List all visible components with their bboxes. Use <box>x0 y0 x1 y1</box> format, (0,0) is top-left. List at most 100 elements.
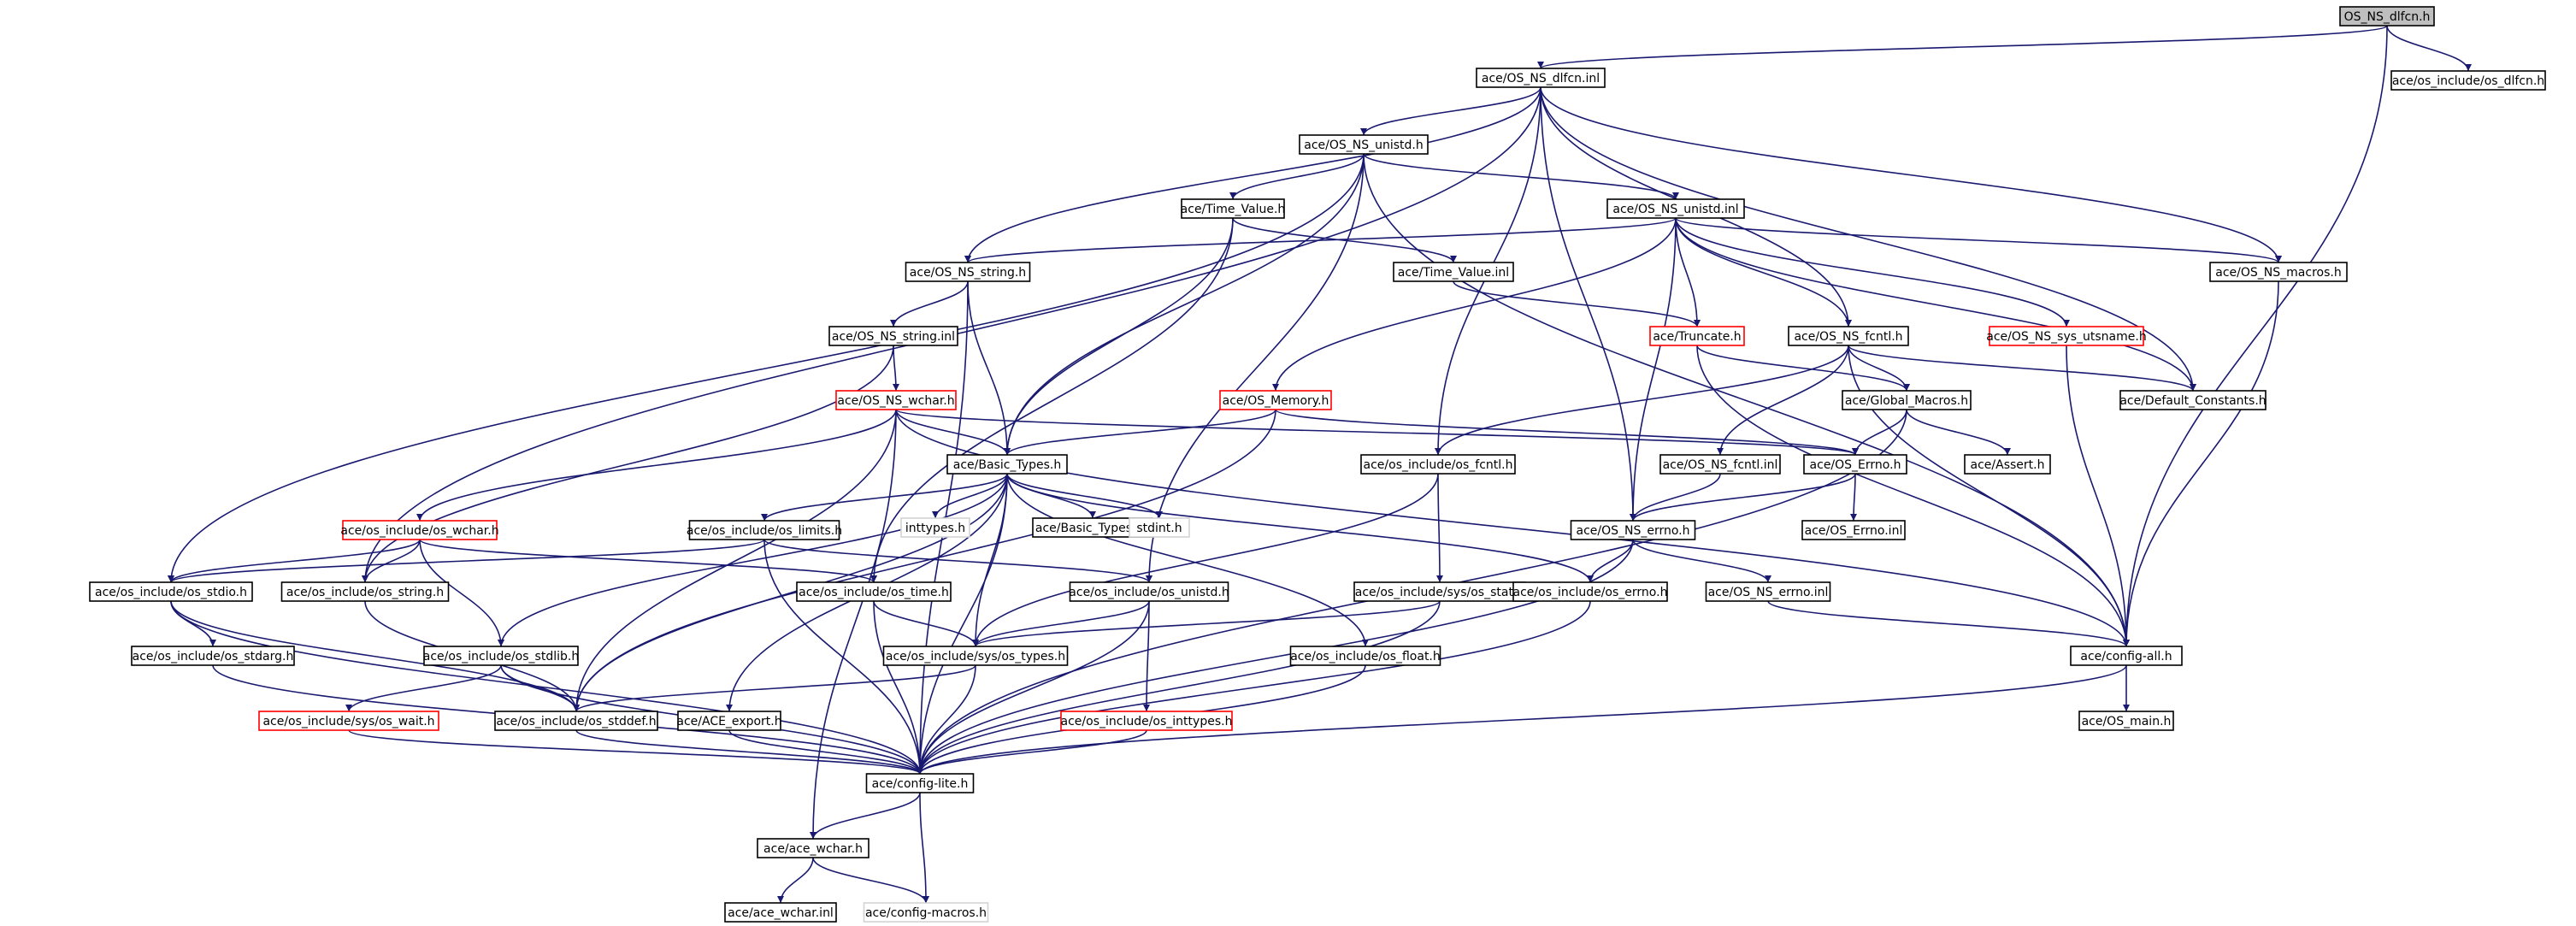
node-box <box>280 581 450 602</box>
edge-unistd_inl-to-nserrno_h <box>1630 217 1677 522</box>
node-os-stdlib-h[interactable]: ace/os_include/os_stdlib.h <box>423 646 579 666</box>
node-label: ace/OS_NS_unistd.inl <box>1612 203 1738 216</box>
node-os-time-h[interactable]: ace/os_include/os_time.h <box>796 581 952 602</box>
node-label: ace/ACE_export.h <box>676 715 781 728</box>
node-assert-h[interactable]: ace/Assert.h <box>1964 454 2051 475</box>
node-label: ace/os_include/os_stdarg.h <box>133 650 294 664</box>
edge-root-to-configall_h <box>2123 25 2388 647</box>
node-box <box>1659 454 1781 475</box>
node-label: ace/Truncate.h <box>1653 330 1741 344</box>
node-box <box>1181 198 1285 219</box>
edge-globalmacros_h-to-errno_osh <box>1852 409 1907 456</box>
node-os-inttypes-h[interactable]: ace/os_include/os_inttypes.h <box>1060 711 1233 731</box>
node-os-types-h[interactable]: ace/os_include/sys/os_types.h <box>882 646 1069 666</box>
node-aceexport-h[interactable]: ace/ACE_export.h <box>676 711 782 731</box>
node-os-dlfcn[interactable]: ace/os_include/os_dlfcn.h <box>2390 70 2546 91</box>
node-os-wait-h[interactable]: ace/os_include/sys/os_wait.h <box>258 711 439 731</box>
node-wchar-h[interactable]: ace/OS_NS_wchar.h <box>835 390 957 410</box>
node-label: ace/config-macros.h <box>865 906 987 920</box>
node-os-limits-h[interactable]: ace/os_include/os_limits.h <box>687 520 842 540</box>
node-os-string-h[interactable]: ace/os_include/os_string.h <box>280 581 450 602</box>
edge-wchar_h-to-errno_osh <box>895 409 1859 456</box>
edge-os_types_h-to-os_stddef_h <box>573 664 976 712</box>
node-box <box>1570 520 1696 540</box>
edge-os_wchar_h-to-os_string_h <box>362 539 421 583</box>
node-box <box>1512 581 1668 602</box>
node-configlite-h[interactable]: ace/config-lite.h <box>865 773 975 793</box>
edge-unistd_inl-to-fcntl_h <box>1675 217 1852 327</box>
node-truncate-h[interactable]: ace/Truncate.h <box>1649 326 1745 346</box>
node-macros-h[interactable]: ace/OS_NS_macros.h <box>2209 262 2348 282</box>
node-dlfcn-inl[interactable]: ace/OS_NS_dlfcn.inl <box>1476 68 1606 88</box>
node-os-unistd-h[interactable]: ace/os_include/os_unistd.h <box>1069 581 1229 602</box>
node-os-errno-h[interactable]: ace/os_include/os_errno.h <box>1512 581 1668 602</box>
node-utsname-h[interactable]: ace/OS_NS_sys_utsname.h <box>1986 326 2147 346</box>
node-label: ace/Basic_Types.inl <box>1035 522 1150 535</box>
edge-basictypes_h-to-os_types_h <box>972 473 1008 647</box>
node-memory-h[interactable]: ace/OS_Memory.h <box>1219 390 1332 410</box>
node-label: ace/os_include/os_stddef.h <box>496 715 656 728</box>
node-os-stat-h[interactable]: ace/os_include/sys/os_stat.h <box>1353 581 1526 602</box>
edge-os_wchar_h-to-os_stdlib_h <box>419 539 504 647</box>
node-os-wchar-h[interactable]: ace/os_include/os_wchar.h <box>340 520 499 540</box>
node-os-stdio-h[interactable]: ace/os_include/os_stdio.h <box>89 581 253 602</box>
node-box <box>1705 581 1831 602</box>
node-box <box>905 262 1031 282</box>
node-errno-osinl[interactable]: ace/OS_Errno.inl <box>1801 520 1906 540</box>
edge-os_time_h-to-os_types_h <box>873 600 979 647</box>
node-label: ace/Assert.h <box>1971 458 2045 472</box>
node-os-fcntl-h[interactable]: ace/os_include/os_fcntl.h <box>1360 454 1516 475</box>
node-errno-osh[interactable]: ace/OS_Errno.h <box>1803 454 1907 475</box>
edge-errno_osh-to-errno_osinl <box>1850 473 1858 522</box>
node-box <box>1842 390 1972 410</box>
node-label: ace/os_include/os_string.h <box>286 586 444 599</box>
edge-fcntl_h-to-defconst_h <box>1848 345 2196 392</box>
node-os-float-h[interactable]: ace/os_include/os_float.h <box>1289 646 1441 666</box>
node-basictypes-inl[interactable]: ace/Basic_Types.inl <box>1032 517 1153 538</box>
node-box <box>882 646 1069 666</box>
node-acewchar-h[interactable]: ace/ace_wchar.h <box>757 838 869 858</box>
node-label: ace/os_include/os_time.h <box>799 586 949 599</box>
node-unistd-h[interactable]: ace/OS_NS_unistd.h <box>1299 134 1429 155</box>
node-unistd-inl[interactable]: ace/OS_NS_unistd.inl <box>1606 198 1745 219</box>
node-timeval-inl[interactable]: ace/Time_Value.inl <box>1393 262 1514 282</box>
node-os-stdarg-h[interactable]: ace/os_include/os_stdarg.h <box>131 646 295 666</box>
edge-unistd_h-to-basictypes_h <box>1004 153 1365 456</box>
node-box <box>1219 390 1332 410</box>
node-string-inl[interactable]: ace/OS_NS_string.inl <box>828 326 958 346</box>
node-box <box>89 581 253 602</box>
edge-os_fcntl_h-to-os_stat_h <box>1435 473 1443 583</box>
edge-os_limits_h-to-os_unistd_h <box>763 539 1152 583</box>
node-configall-h[interactable]: ace/config-all.h <box>2070 646 2183 666</box>
edge-dlfcn_inl-to-nserrno_h <box>1540 86 1636 522</box>
node-label: stdint.h <box>1136 522 1182 535</box>
node-osmain-h[interactable]: ace/OS_main.h <box>2078 711 2174 731</box>
edge-wchar_h-to-os_wchar_h <box>416 409 897 522</box>
node-nserrno-inl[interactable]: ace/OS_NS_errno.inl <box>1705 581 1831 602</box>
node-fcntl-h[interactable]: ace/OS_NS_fcntl.h <box>1788 326 1909 346</box>
edge-os_inttypes_h-to-configlite_h <box>917 729 1147 775</box>
node-timeval-h[interactable]: ace/Time_Value.h <box>1181 198 1286 219</box>
node-acewchar-inl[interactable]: ace/ace_wchar.inl <box>724 902 837 923</box>
node-defconst-h[interactable]: ace/Default_Constants.h <box>2119 390 2267 410</box>
node-box <box>2119 390 2267 410</box>
node-os-stddef-h[interactable]: ace/os_include/os_stddef.h <box>494 711 658 731</box>
edge-basictypes_h-to-os_float_h <box>1006 473 1369 647</box>
node-globalmacros-h[interactable]: ace/Global_Macros.h <box>1842 390 1972 410</box>
node-label: ace/os_include/os_errno.h <box>1513 586 1668 599</box>
node-box <box>131 646 295 666</box>
node-configmacros-h[interactable]: ace/config-macros.h <box>863 902 989 923</box>
node-basictypes-h[interactable]: ace/Basic_Types.h <box>946 454 1068 475</box>
node-nserrno-h[interactable]: ace/OS_NS_errno.h <box>1570 520 1696 540</box>
node-label: ace/os_include/os_float.h <box>1290 650 1441 664</box>
edge-fcntl_h-to-globalmacros_h <box>1848 345 1910 392</box>
edge-memory_h-to-os_stddef_h <box>573 409 1276 712</box>
node-root[interactable]: OS_NS_dlfcn.h <box>2339 6 2435 27</box>
node-inttypes-h[interactable]: inttypes.h <box>900 517 970 538</box>
node-stdint-h[interactable]: stdint.h <box>1129 517 1190 538</box>
node-fcntl-inl[interactable]: ace/OS_NS_fcntl.inl <box>1659 454 1781 475</box>
node-box <box>1803 454 1907 475</box>
node-string-h[interactable]: ace/OS_NS_string.h <box>905 262 1031 282</box>
edge-root-to-dlfcn_inl <box>1537 25 2388 69</box>
edge-unistd_h-to-timeval_h <box>1229 153 1365 200</box>
